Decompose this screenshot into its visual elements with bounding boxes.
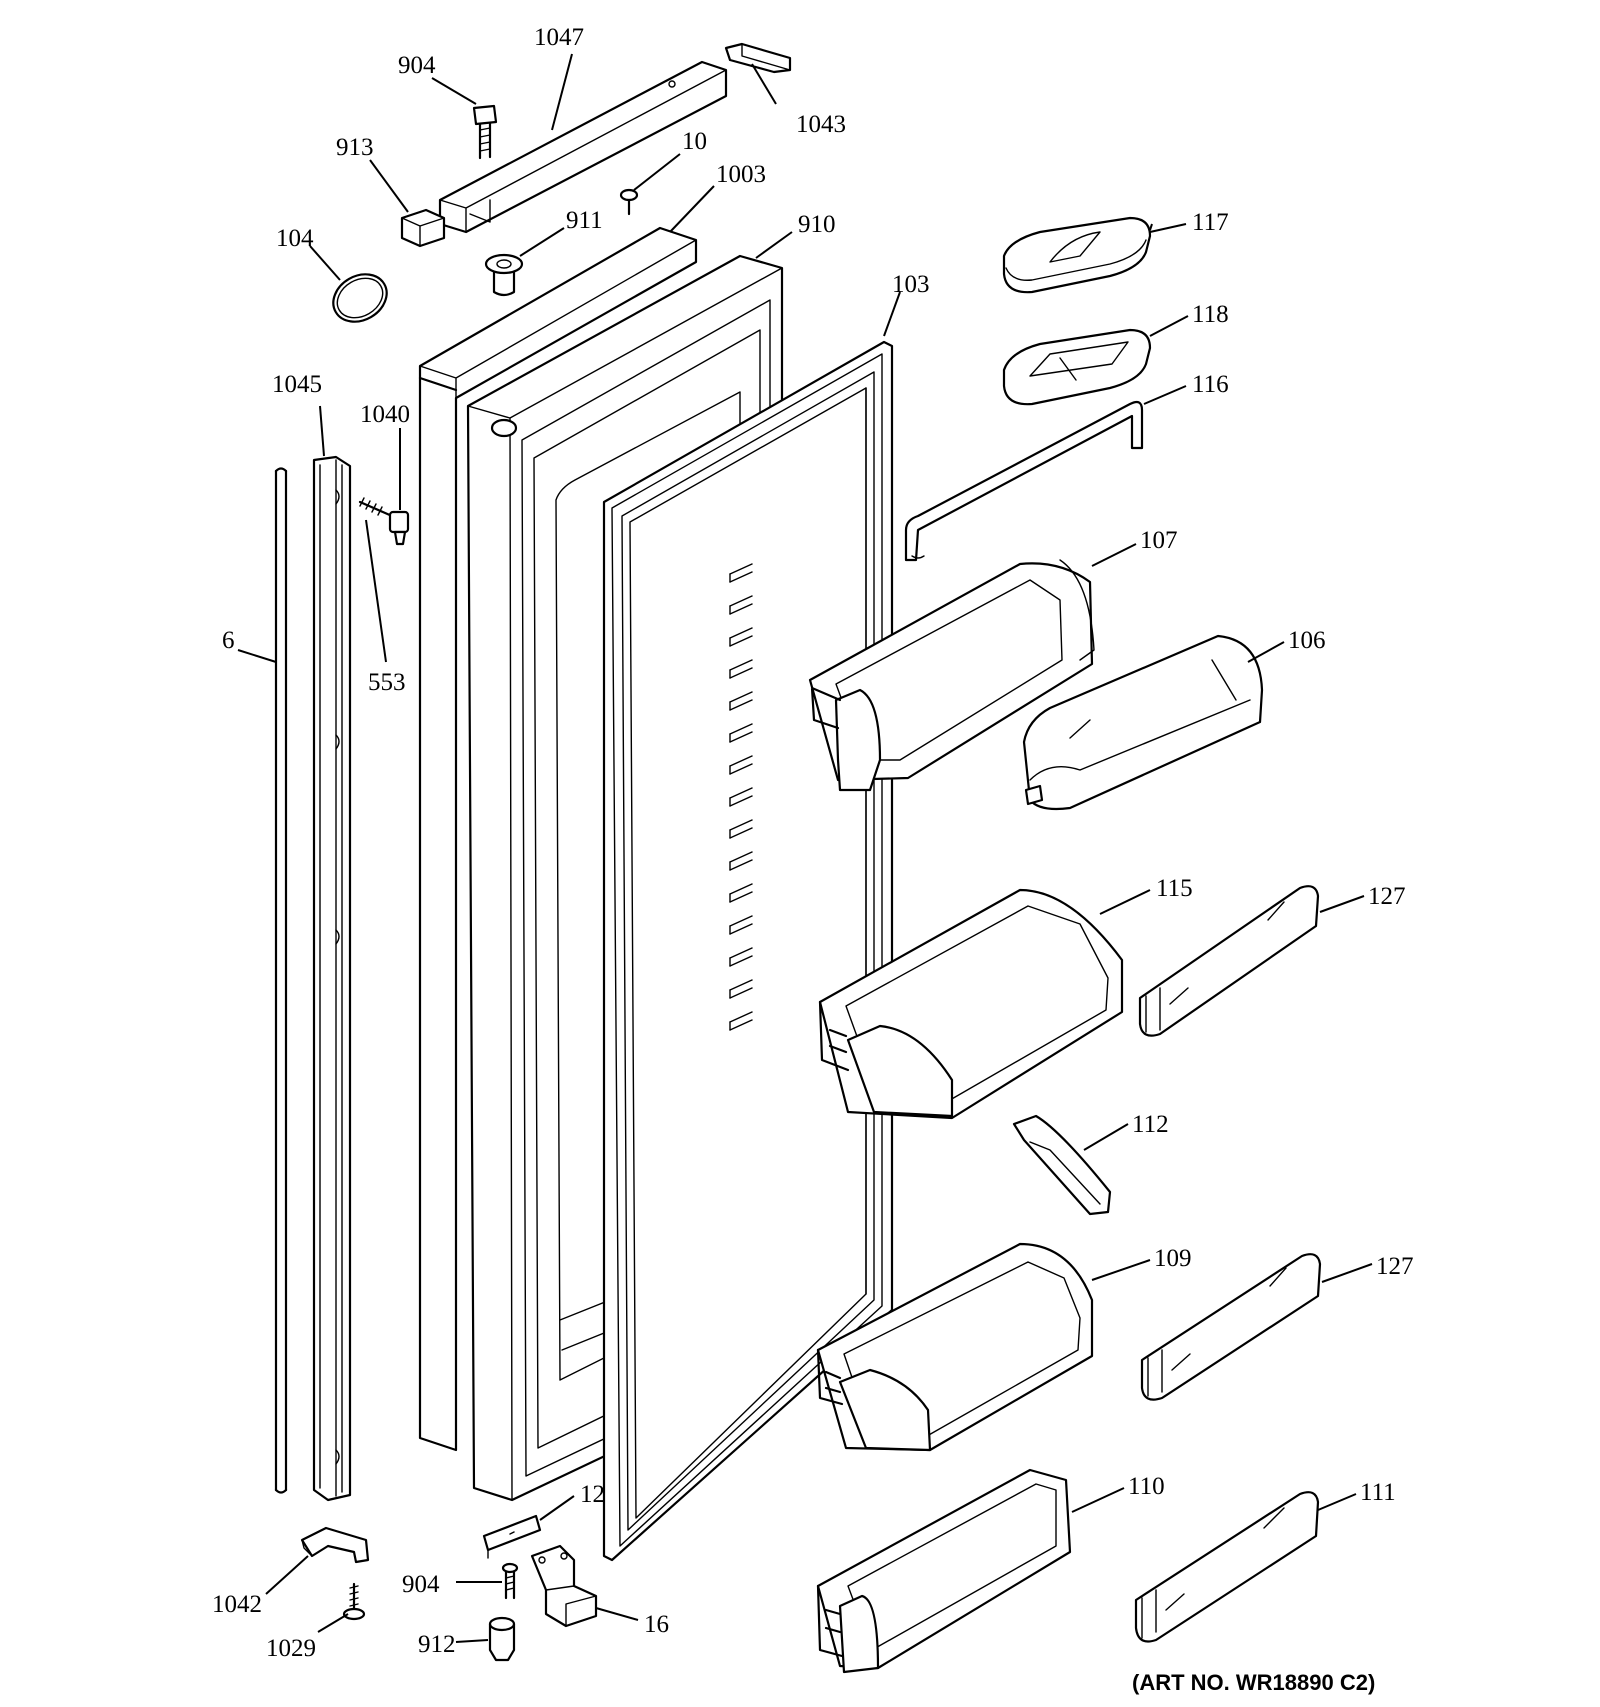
part-904-bottom-bolt xyxy=(501,1562,519,1600)
part-1043-clip xyxy=(724,42,792,74)
label-553: 553 xyxy=(368,669,406,696)
part-912-bushing xyxy=(488,1616,516,1662)
label-1040: 1040 xyxy=(360,401,410,428)
art-number-caption: (ART NO. WR18890 C2) xyxy=(1132,1670,1375,1695)
label-910: 910 xyxy=(798,211,836,238)
label-117: 117 xyxy=(1192,209,1229,236)
label-911: 911 xyxy=(566,207,603,234)
part-1042-bracket xyxy=(300,1526,370,1564)
part-118-dairy-tray xyxy=(1002,328,1152,406)
shelf-rail-clips xyxy=(729,563,753,1031)
leader-lines xyxy=(237,53,1373,1643)
part-12-bracket xyxy=(482,1514,542,1559)
part-110-bottom-bin xyxy=(816,1468,1072,1674)
label-111: 111 xyxy=(1360,1479,1396,1506)
label-904-top: 904 xyxy=(398,52,436,79)
label-913: 913 xyxy=(336,134,374,161)
part-1045-channel xyxy=(312,455,352,1502)
label-912: 912 xyxy=(418,1631,456,1658)
part-904-top-bolt xyxy=(472,104,498,160)
label-10: 10 xyxy=(682,128,707,155)
part-1040-553-hinge-pin xyxy=(358,497,410,546)
label-16: 16 xyxy=(644,1611,669,1638)
part-107-bin xyxy=(808,559,1095,792)
part-109-bin xyxy=(816,1242,1094,1452)
label-1042: 1042 xyxy=(212,1591,262,1618)
label-1047: 1047 xyxy=(534,24,584,51)
part-16-bottom-hinge xyxy=(530,1544,598,1628)
part-1029-screw xyxy=(342,1582,366,1621)
part-115-large-bin xyxy=(818,888,1124,1120)
label-1045: 1045 xyxy=(272,371,322,398)
label-1043: 1043 xyxy=(796,111,846,138)
label-109: 109 xyxy=(1154,1245,1192,1272)
part-127-bottom-bin-front xyxy=(1140,1253,1322,1401)
label-116: 116 xyxy=(1192,371,1229,398)
label-1029: 1029 xyxy=(266,1635,316,1662)
label-112: 112 xyxy=(1132,1111,1169,1138)
part-106-bin-front xyxy=(1022,634,1264,811)
label-118: 118 xyxy=(1192,301,1229,328)
label-106: 106 xyxy=(1288,627,1326,654)
part-104-ring xyxy=(332,273,388,323)
part-116-rail xyxy=(904,400,1144,562)
label-127-bottom: 127 xyxy=(1376,1253,1414,1280)
part-117-dairy-cover xyxy=(1002,216,1152,294)
label-115: 115 xyxy=(1156,875,1193,902)
label-12: 12 xyxy=(580,1481,605,1508)
label-1003: 1003 xyxy=(716,161,766,188)
part-127-top-bin-front xyxy=(1138,885,1320,1037)
label-110: 110 xyxy=(1128,1473,1165,1500)
part-1003-outer-door xyxy=(418,226,698,1452)
label-104: 104 xyxy=(276,225,314,252)
part-111-bin-front xyxy=(1134,1491,1320,1643)
label-103: 103 xyxy=(892,271,930,298)
part-911-bushing xyxy=(484,253,524,297)
label-904-bottom: 904 xyxy=(402,1571,440,1598)
label-127-top: 127 xyxy=(1368,883,1406,910)
part-913-block xyxy=(400,208,446,248)
label-6: 6 xyxy=(222,627,235,654)
part-labels: 904 1047 1043 913 10 1003 104 911 910 10… xyxy=(212,24,1414,1662)
part-112-divider xyxy=(1012,1114,1112,1216)
label-107: 107 xyxy=(1140,527,1178,554)
part-6-rod xyxy=(274,467,288,1494)
part-10-screw xyxy=(619,188,639,216)
